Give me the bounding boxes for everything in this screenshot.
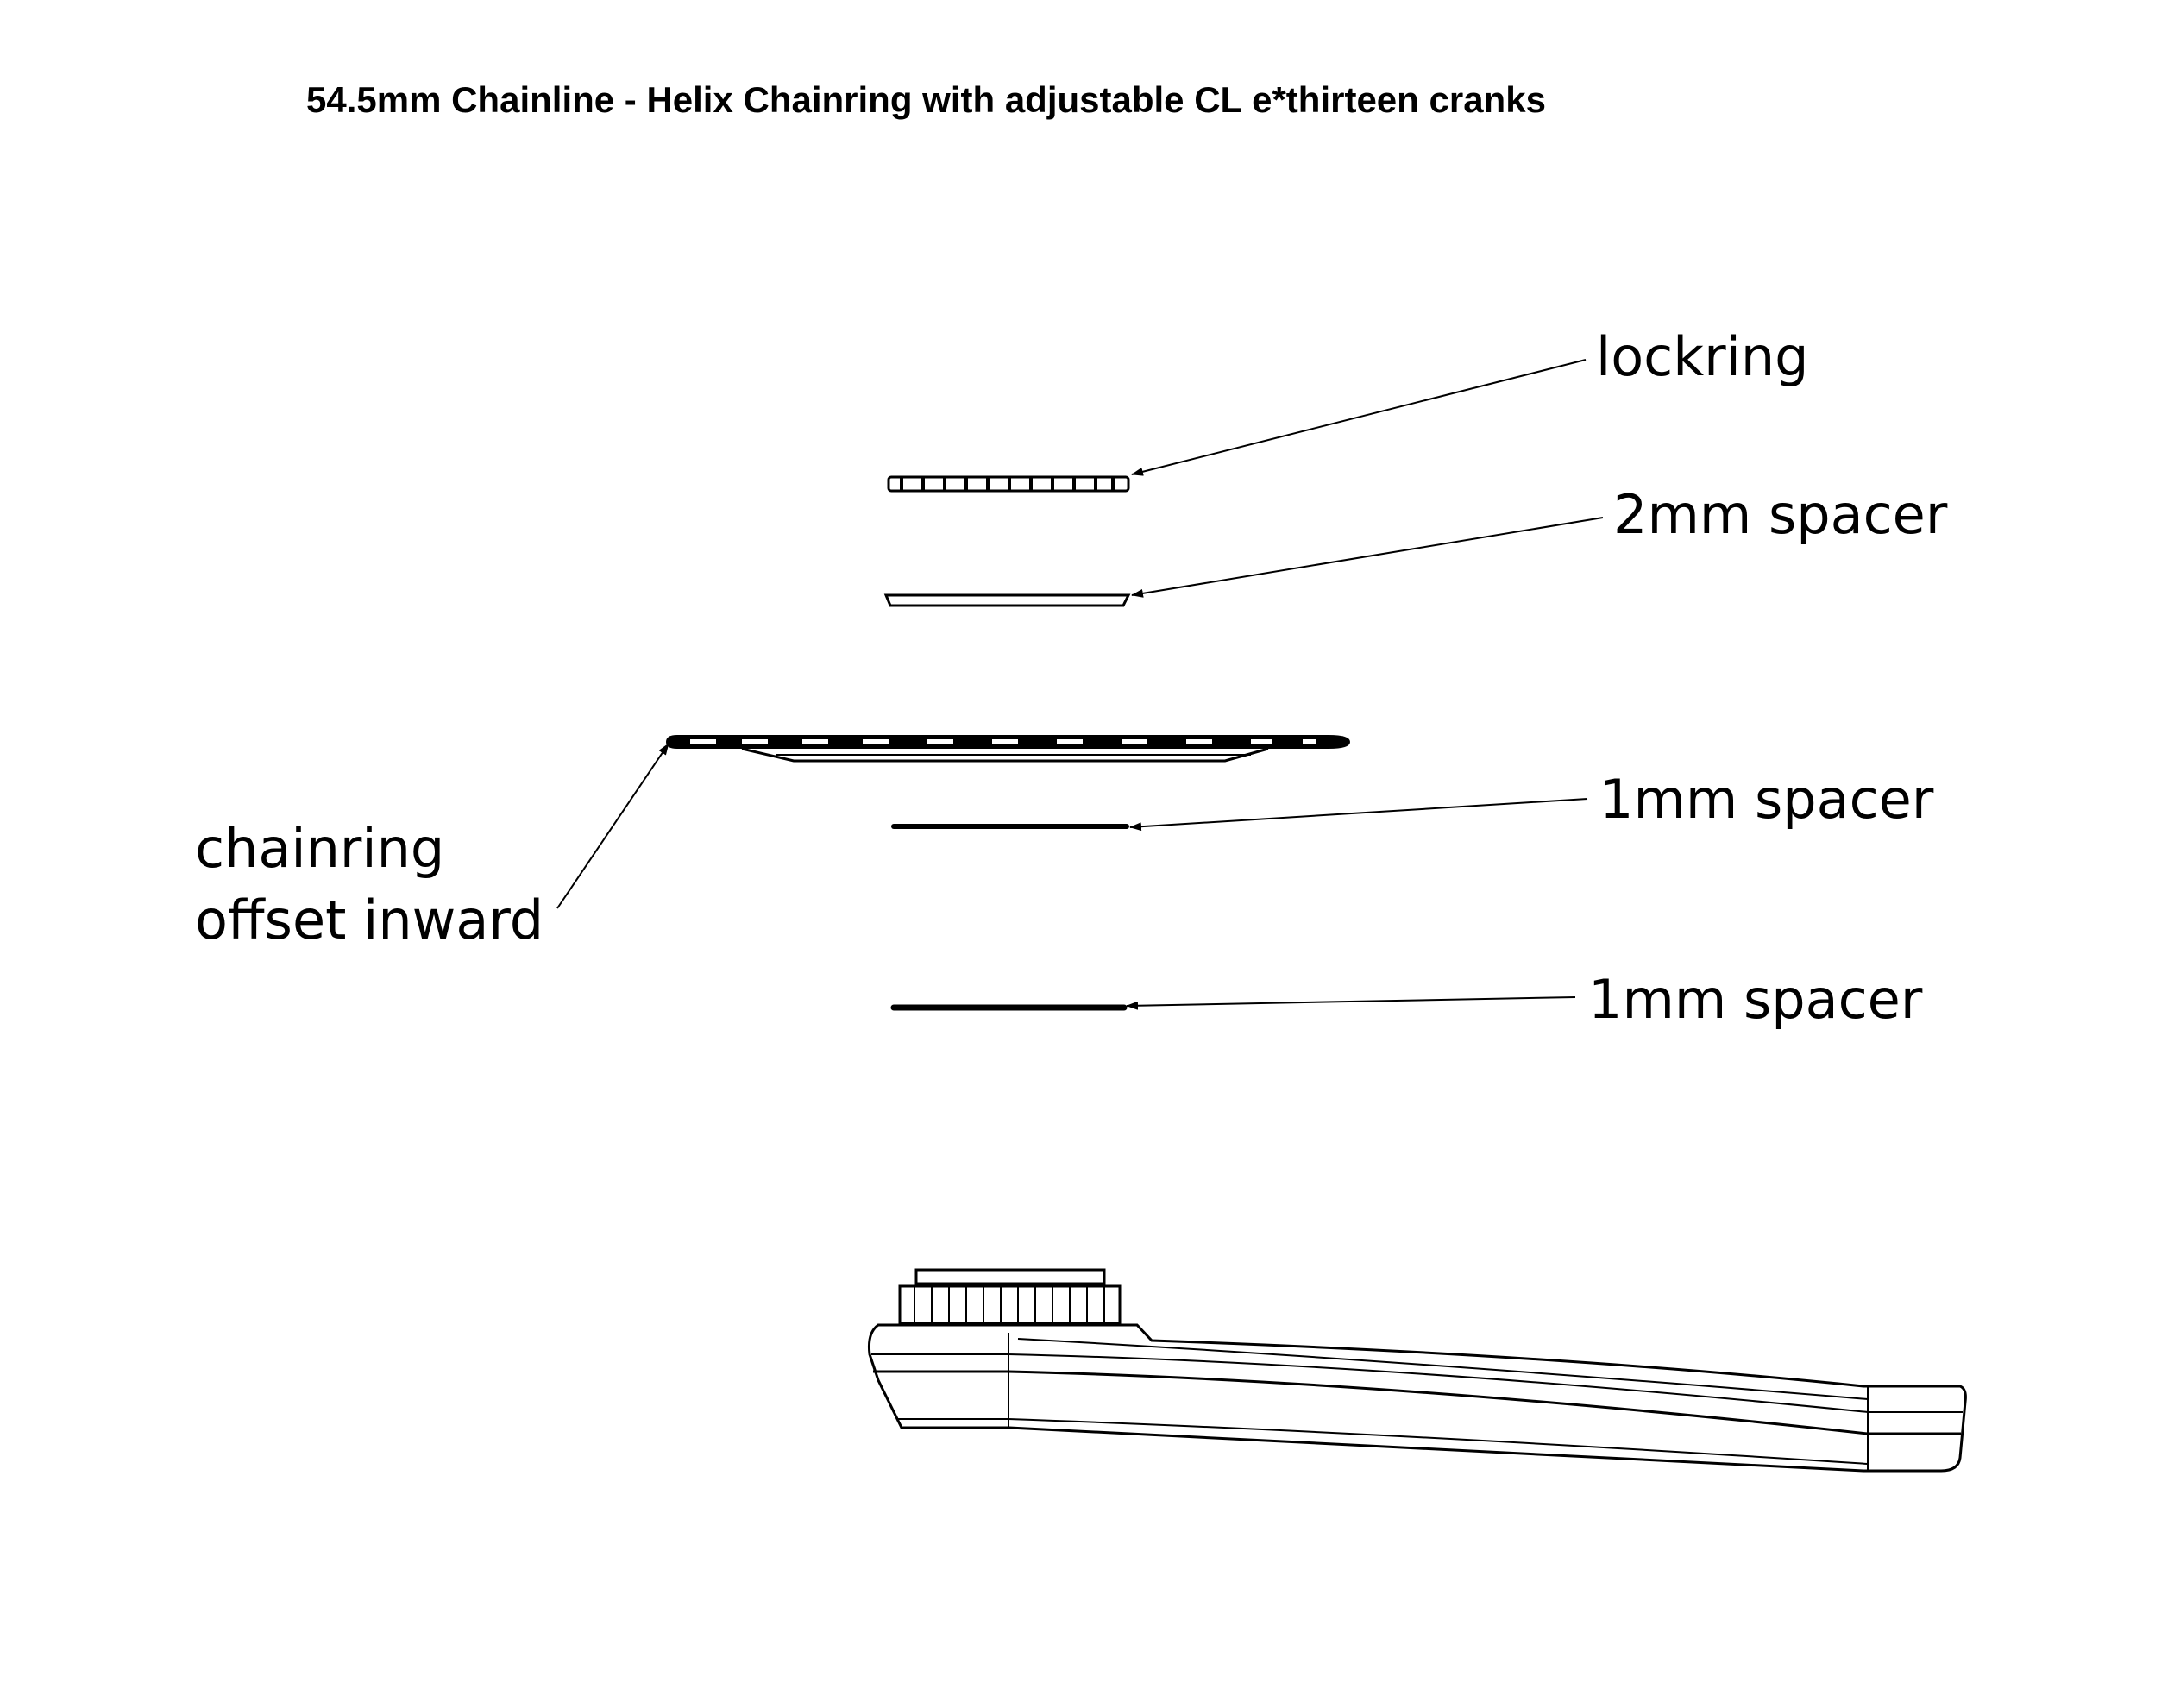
chainring-leader-arrow — [556, 743, 669, 909]
chainring-part — [666, 735, 1350, 763]
spacer-2mm-leader-arrow — [1131, 517, 1604, 598]
spacer-1mm-a-label: 1mm spacer — [1599, 768, 1934, 831]
diagram-title: 54.5mm Chainline - Helix Chainring with … — [306, 79, 1546, 120]
spacer-1mm-b-label: 1mm spacer — [1588, 968, 1923, 1031]
crank-arm-part — [868, 1268, 1967, 1473]
chainring-label-line1: chainring — [195, 817, 444, 880]
lockring-leader-arrow — [1131, 359, 1587, 476]
spacer-2mm-label: 2mm spacer — [1613, 483, 1948, 546]
spacer-1mm-b-leader-arrow — [1126, 996, 1576, 1010]
spacer-1mm-a-leader-arrow — [1129, 798, 1588, 832]
lockring-label: lockring — [1596, 325, 1809, 388]
chainring-label-line2: offset inward — [195, 889, 544, 951]
spacer-2mm-part — [883, 593, 1131, 607]
lockring-part — [887, 475, 1130, 493]
